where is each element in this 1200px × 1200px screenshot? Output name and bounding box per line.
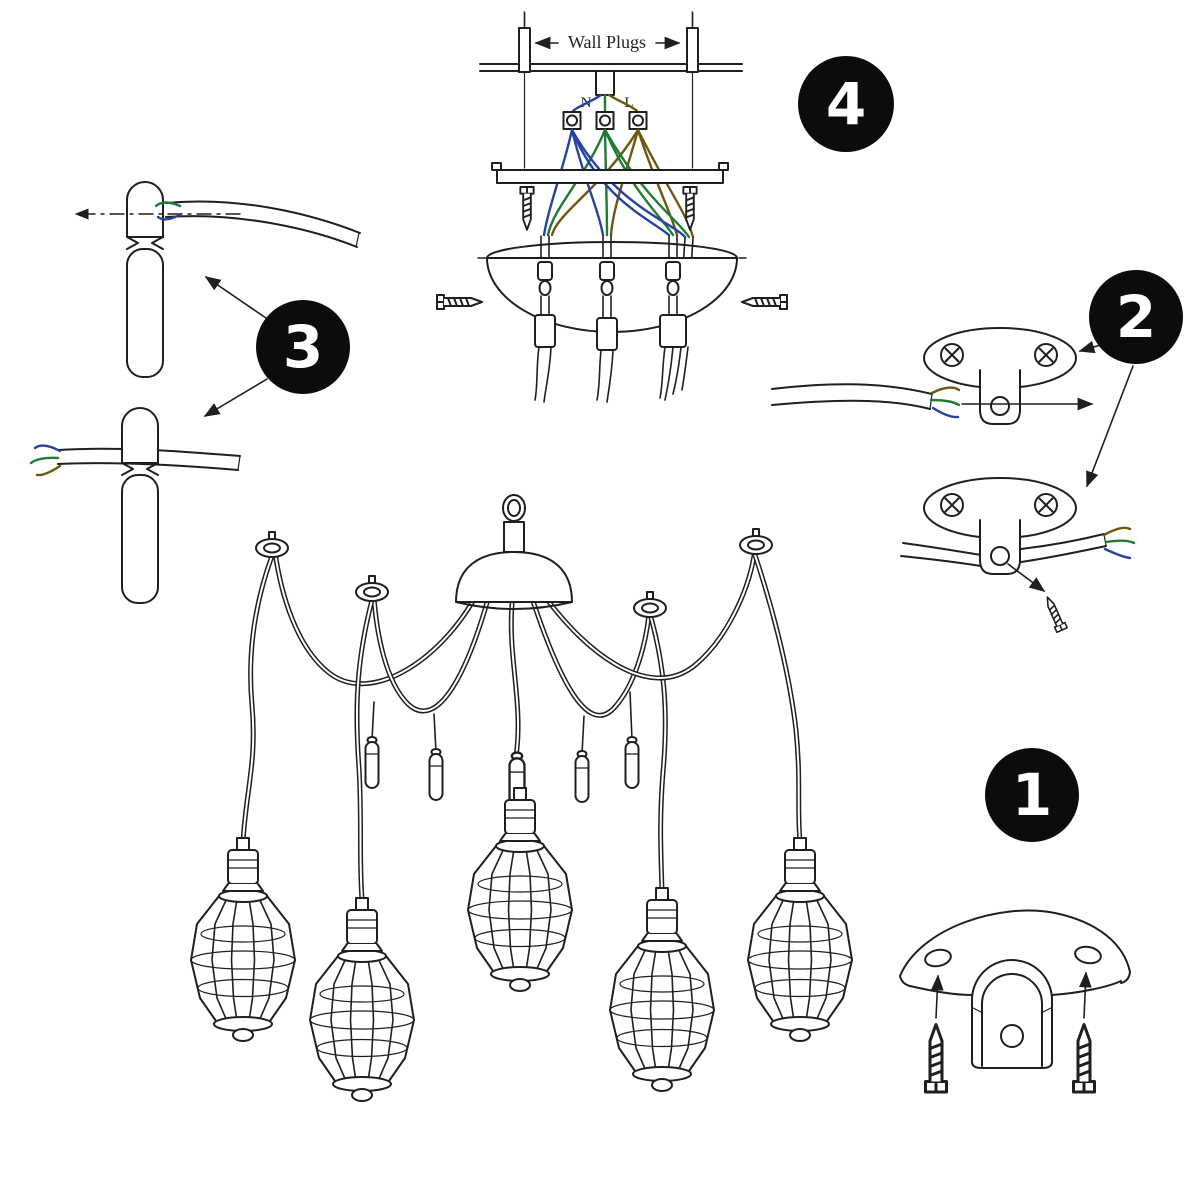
hook-plate-top	[924, 328, 1076, 424]
small-screw	[1041, 594, 1068, 634]
arrow-screw-right	[1078, 971, 1092, 1019]
cage-lamp-3	[467, 787, 573, 992]
fixing-screw-right	[1072, 1023, 1096, 1094]
cable-line6	[1020, 545, 1107, 563]
cord-grip-bottom	[121, 407, 159, 604]
cord-grip-top	[126, 181, 164, 378]
arrow-to-screw	[1007, 563, 1046, 592]
arrow-to-top-grip	[204, 276, 267, 319]
fixing-screw-left	[924, 1023, 948, 1094]
cage-lamp-1	[190, 837, 296, 1042]
strain-sleeves	[364, 691, 640, 813]
ceiling-hook-2	[355, 575, 389, 602]
arrow-to-bottom-plate	[1086, 365, 1134, 488]
cable-line1	[771, 383, 933, 395]
step-badge-4: 4	[798, 56, 894, 152]
ceiling-bracket-step1	[899, 909, 1131, 1094]
cable-bottom-line2	[57, 462, 239, 471]
bracket-arc	[899, 909, 1131, 977]
cable-top-line2	[165, 215, 358, 248]
bracket-screw-right	[682, 186, 698, 231]
step-1-number: 1	[1012, 761, 1052, 829]
cage-lamp-2	[309, 897, 415, 1102]
cable-line4	[900, 555, 982, 567]
cage-lamp-4	[609, 887, 715, 1092]
ceiling-rose	[477, 241, 747, 403]
cable-top-line1	[165, 200, 361, 234]
step-badge-3: 3	[256, 300, 350, 394]
supply-cable	[595, 70, 615, 96]
ceiling-hook-step2	[771, 328, 1136, 634]
canopy	[455, 494, 573, 610]
step-badge-1: 1	[985, 748, 1079, 842]
hook-plate-bottom	[924, 478, 1076, 574]
mounting-bracket	[491, 162, 729, 184]
ceiling-hook-3	[633, 591, 667, 618]
rose-side-screw-left	[436, 294, 483, 310]
ceiling-hook-4	[739, 528, 773, 555]
step-3-number: 3	[283, 313, 323, 381]
live-label: L	[624, 95, 633, 111]
step-2-number: 2	[1116, 283, 1156, 351]
wall-plug-left	[518, 11, 531, 73]
ceiling-hook-1	[255, 531, 289, 558]
arrow-to-bottom-grip	[203, 378, 268, 417]
cable-line5	[1020, 533, 1105, 550]
cable-line2	[771, 399, 931, 410]
arrow-screw-left	[930, 974, 944, 1019]
wall-plugs-label: Wall Plugs	[568, 32, 646, 52]
wiring-diagram-step4: Wall Plugs N L	[436, 11, 788, 403]
bracket-hole-left	[924, 948, 952, 968]
bracket-screw-left	[519, 186, 535, 231]
step-badge-2: 2	[1089, 270, 1183, 364]
cable-line3	[902, 542, 982, 556]
cage-lamp-5	[747, 837, 853, 1042]
rose-cord-grips	[534, 261, 687, 351]
terminal-block	[562, 111, 648, 130]
wall-plug-right	[686, 11, 699, 73]
spider-pendant-chandelier	[190, 494, 853, 1102]
bracket-hook	[971, 959, 1053, 1069]
bracket-hole-right	[1074, 945, 1102, 965]
step-4-number: 4	[826, 70, 866, 138]
rose-side-screw-right	[741, 294, 788, 310]
rose-hanging-cords	[534, 346, 689, 403]
cord-grip-step3	[29, 181, 361, 604]
